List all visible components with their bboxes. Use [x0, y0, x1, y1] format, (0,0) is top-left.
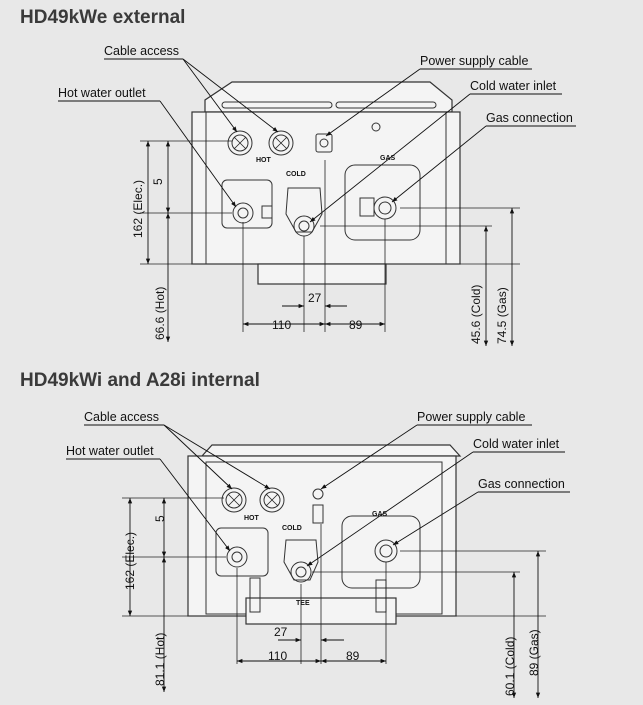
cold-mark: COLD — [286, 171, 306, 178]
top-dimensions: 162 (Elec.) 5 66.6 (Hot) 27 110 89 45.6 … — [131, 140, 520, 346]
dim-162-elec-internal: 162 (Elec.) — [123, 532, 137, 590]
label-hot-water-outlet-internal: Hot water outlet — [66, 444, 154, 458]
section-title-external: HD49kWe external — [20, 7, 186, 28]
dim-81-hot: 81.1 (Hot) — [153, 633, 167, 686]
unit-skirt — [257, 263, 387, 285]
hot-water-fitting — [221, 179, 273, 229]
label-cable-access-internal: Cable access — [84, 410, 159, 424]
svg-text:TEE: TEE — [296, 600, 310, 607]
dim-5-internal: 5 — [153, 515, 167, 522]
power-supply-fitting-internal — [312, 488, 324, 500]
top-cover-internal — [200, 444, 462, 457]
label-hot-water-outlet: Hot water outlet — [58, 86, 146, 100]
gas-mark-internal: GAS — [372, 511, 388, 518]
bottom-callouts: Cable access Hot water outlet Power supp… — [66, 410, 570, 567]
gas-fitting — [344, 164, 421, 241]
external-unit-drawing: HOT GAS COLD — [191, 81, 461, 285]
dim-89: 89 — [349, 318, 363, 332]
label-cold-water-inlet: Cold water inlet — [470, 79, 557, 93]
dim-5: 5 — [151, 178, 165, 185]
dim-89-gas: 89 (Gas) — [527, 629, 541, 676]
power-supply-fitting — [315, 133, 333, 153]
dim-89-internal: 89 — [346, 649, 360, 663]
cable-access-holes — [227, 130, 294, 156]
dim-45-cold: 45.6 (Cold) — [469, 285, 483, 344]
dim-66-hot: 66.6 (Hot) — [153, 287, 167, 340]
label-power-supply-cable-internal: Power supply cable — [417, 410, 525, 424]
label-gas-connection: Gas connection — [486, 111, 573, 125]
dim-60-cold: 60.1 (Cold) — [503, 637, 517, 696]
hot-mark: HOT — [256, 157, 272, 164]
label-cold-water-inlet-internal: Cold water inlet — [473, 437, 560, 451]
gas-mark: GAS — [380, 155, 396, 162]
internal-unit-drawing: TEE HOT GAS COLD — [187, 444, 462, 625]
gas-fitting-internal — [341, 515, 421, 589]
label-gas-connection-internal: Gas connection — [478, 477, 565, 491]
dim-27-internal: 27 — [274, 625, 288, 639]
section-title-internal: HD49kWi and A28i internal — [20, 370, 260, 391]
bottom-dimensions: 162 (Elec.) 5 81.1 (Hot) 27 110 89 60.1 … — [122, 497, 546, 698]
cold-water-fitting-internal — [283, 539, 319, 581]
top-callouts: Cable access Hot water outlet Power supp… — [58, 44, 576, 223]
cold-mark-internal: COLD — [282, 525, 302, 532]
unit-body-internal — [187, 455, 457, 617]
dim-110: 110 — [272, 318, 291, 332]
dim-27: 27 — [308, 291, 322, 305]
dim-74-gas: 74.5 (Gas) — [495, 287, 509, 344]
hot-water-fitting-internal — [215, 527, 269, 577]
cable-access-holes-internal — [221, 487, 285, 513]
label-cable-access: Cable access — [104, 44, 179, 58]
hot-mark-internal: HOT — [244, 515, 260, 522]
dim-162-elec: 162 (Elec.) — [131, 180, 145, 238]
dim-110-internal: 110 — [268, 649, 287, 663]
label-power-supply-cable: Power supply cable — [420, 54, 528, 68]
